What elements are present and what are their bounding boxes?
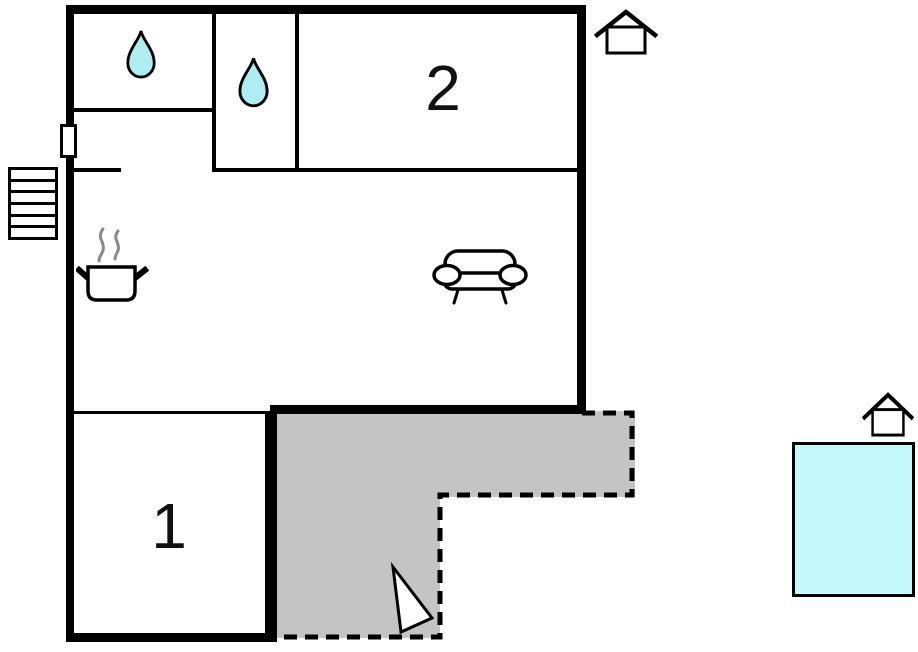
stair-step <box>11 228 55 237</box>
wall-left <box>66 5 74 642</box>
sofa-icon <box>432 249 528 305</box>
sofa-leg <box>500 288 508 305</box>
wall-room1-top <box>66 411 266 414</box>
steam-line <box>113 229 120 261</box>
wall-top <box>66 5 585 14</box>
stair-step <box>11 193 55 206</box>
entrance-door-marker <box>60 124 77 158</box>
house-roof <box>594 9 658 39</box>
wall-hall-stub <box>74 168 121 172</box>
house-body-outline <box>605 25 647 55</box>
room2-label: 2 <box>425 52 461 124</box>
sofa-armrest <box>498 263 528 287</box>
terrace-area <box>271 410 635 640</box>
stair-step <box>11 182 55 194</box>
stair-step <box>11 170 55 182</box>
room1-label: 1 <box>151 490 187 562</box>
water-drop-icon <box>126 30 156 79</box>
terrace-surface <box>272 411 635 638</box>
terrace-dashed-border <box>271 410 635 640</box>
wall-right <box>577 5 586 414</box>
house-orientation-icon-pool <box>862 392 914 437</box>
wall-interior-horizontal <box>212 168 578 172</box>
kitchen-pot-icon <box>76 227 150 302</box>
sofa-armrest <box>432 263 462 287</box>
pot-body <box>86 265 137 302</box>
house-roof <box>862 392 914 421</box>
wall-partition-bath1 <box>212 14 216 172</box>
water-drop-icon <box>238 57 269 108</box>
wall-bottom-main <box>270 405 586 414</box>
steam-line <box>97 227 105 263</box>
stair-step <box>11 217 55 229</box>
wall-bath1-bottom <box>74 108 216 112</box>
pool <box>792 442 915 597</box>
stair-step <box>11 205 55 217</box>
wall-room1-right <box>265 411 277 642</box>
house-body-outline <box>871 408 905 437</box>
sofa-leg <box>452 288 460 305</box>
stairs-icon <box>8 167 58 240</box>
water-drop-shape <box>126 30 156 79</box>
house-orientation-icon-top <box>594 9 658 55</box>
wall-room1-bottom <box>66 633 277 642</box>
direction-arrow-icon <box>390 561 435 635</box>
water-drop-shape <box>238 57 269 108</box>
wall-partition-bath2 <box>295 14 299 172</box>
